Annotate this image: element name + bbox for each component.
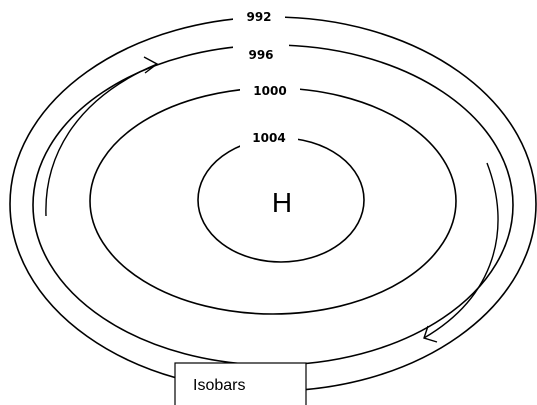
- isobar-label-992: 992: [246, 10, 271, 24]
- isobar-label-1000: 1000: [253, 84, 286, 98]
- label-gap-992: [233, 6, 285, 26]
- flow-arrow-left-path: [45, 63, 158, 217]
- flow-arrow-left-head-icon: [143, 56, 159, 74]
- label-gap-996: [233, 44, 289, 64]
- high-pressure-center-label: H: [272, 187, 292, 218]
- isobars-legend-box: [174, 362, 307, 405]
- label-gap-1004: [240, 127, 298, 147]
- flow-arrow-right-path: [423, 162, 499, 339]
- isobar-label-996: 996: [248, 48, 273, 62]
- isobars-legend-label: Isobars: [193, 377, 245, 394]
- label-gap-1000: [240, 80, 300, 100]
- isobar-label-1004: 1004: [252, 131, 285, 145]
- flow-arrow-right-head-icon: [423, 325, 438, 343]
